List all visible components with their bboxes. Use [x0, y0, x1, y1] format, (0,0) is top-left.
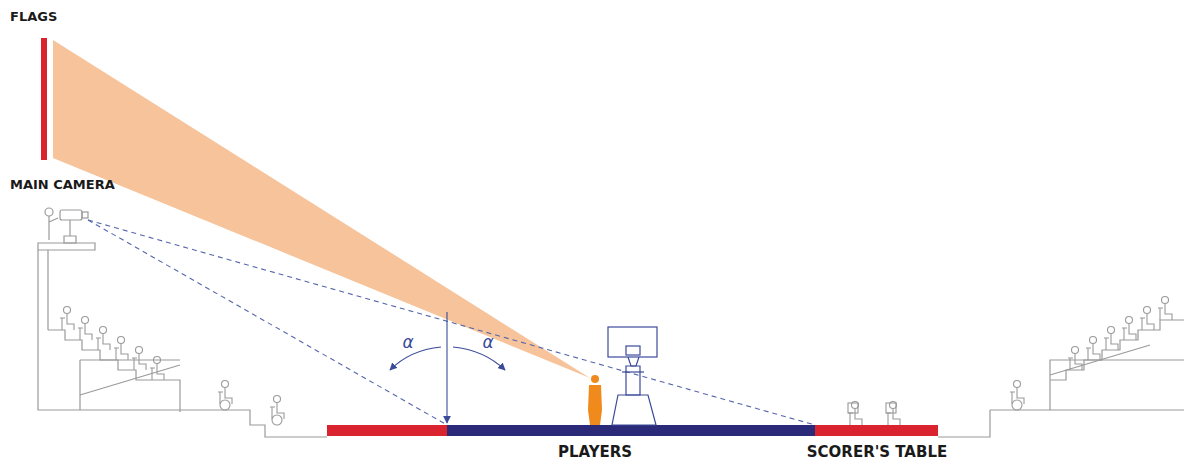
spectator-body: [886, 409, 900, 425]
spectator-body: [1158, 304, 1172, 320]
player-figure: [588, 375, 602, 425]
basket: [608, 327, 657, 425]
court-floor: [447, 425, 815, 436]
floor-red: [327, 425, 447, 436]
wheelchair: [220, 400, 230, 410]
spectator-head: [118, 337, 125, 344]
spectators: [60, 297, 1172, 426]
camera-sight-lines: [88, 220, 815, 425]
spectator-head: [222, 381, 229, 388]
wheelchair: [1012, 400, 1022, 410]
spectator-body: [1068, 354, 1082, 370]
spectator-head: [1108, 327, 1115, 334]
table-chair: [848, 403, 858, 413]
spectator-head: [1126, 317, 1133, 324]
spectator-head: [1162, 297, 1169, 304]
spectator-body: [1122, 324, 1136, 340]
main-camera: [45, 208, 88, 243]
spectator-body: [270, 403, 284, 419]
spectator-head: [82, 317, 89, 324]
wheelchair: [272, 415, 282, 425]
spectator-body: [1104, 334, 1118, 350]
spectator-head: [100, 327, 107, 334]
spectator-head: [64, 307, 71, 314]
spectator-head: [136, 347, 143, 354]
camera-label: MAIN CAMERA: [10, 177, 115, 192]
spectator-head: [154, 357, 161, 364]
spectator-body: [150, 364, 164, 380]
spectator-body: [114, 344, 128, 360]
spectator-head: [1072, 347, 1079, 354]
area-label: SCORER'S TABLE: [807, 443, 947, 461]
angle-indicator: [390, 312, 505, 423]
spectator-body: [96, 334, 110, 350]
spectator-head: [1014, 381, 1021, 388]
spectator-body: [132, 354, 146, 370]
flags-label: FLAGS: [10, 9, 57, 24]
right-stands: [1050, 320, 1184, 410]
spectator-body: [1086, 344, 1100, 360]
spectator-head: [1090, 337, 1097, 344]
spectator-body: [218, 388, 232, 404]
spectator-body: [60, 314, 74, 330]
spectator-body: [1140, 314, 1154, 330]
spectator-body: [848, 409, 862, 425]
floor-red: [815, 425, 938, 436]
angle-symbol: α: [402, 332, 413, 352]
spectator-body: [1010, 388, 1024, 404]
angle-symbol: α: [482, 332, 493, 352]
spectator-body: [78, 324, 92, 340]
flag-bar: [41, 38, 47, 160]
spectator-head: [274, 396, 281, 403]
table-chair: [886, 403, 896, 413]
sight-cone: [53, 40, 590, 378]
spectator-head: [1144, 307, 1151, 314]
area-label: PLAYERS: [558, 443, 632, 461]
left-stands: [38, 243, 1184, 437]
